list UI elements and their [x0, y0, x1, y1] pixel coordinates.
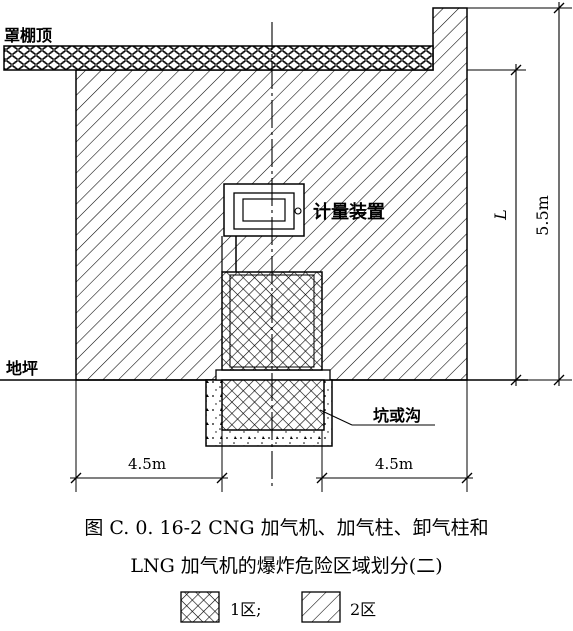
metering-device-display [242, 198, 286, 222]
pit-curb [215, 369, 331, 381]
legend-zone2-label: 2区 [350, 600, 377, 619]
legend-zone1-label: 1区; [230, 600, 262, 619]
caption-line2: LNG 加气机的爆炸危险区域划分(二) [130, 555, 443, 577]
metering-device-label: 计量装置 [313, 202, 385, 223]
pit-or-trench-label: 坑或沟 [373, 406, 422, 425]
canopy-roof-label: 罩棚顶 [4, 26, 53, 45]
right-distance-label: 4.5m [375, 455, 414, 473]
metering-device-knob [294, 207, 302, 215]
left-distance-label: 4.5m [128, 455, 167, 473]
legend-zone2-swatch [301, 591, 341, 623]
ground-label: 地坪 [6, 359, 39, 378]
total-height-label: 5.5m [532, 195, 552, 236]
zone1-pit [221, 379, 325, 431]
caption-line1: 图 C. 0. 16-2 CNG 加气机、加气柱、卸气柱和 [84, 517, 489, 539]
canopy-roof [3, 45, 434, 71]
l-label: L [490, 209, 510, 220]
pit-leader [319, 409, 353, 426]
legend-zone1-swatch [180, 591, 220, 623]
